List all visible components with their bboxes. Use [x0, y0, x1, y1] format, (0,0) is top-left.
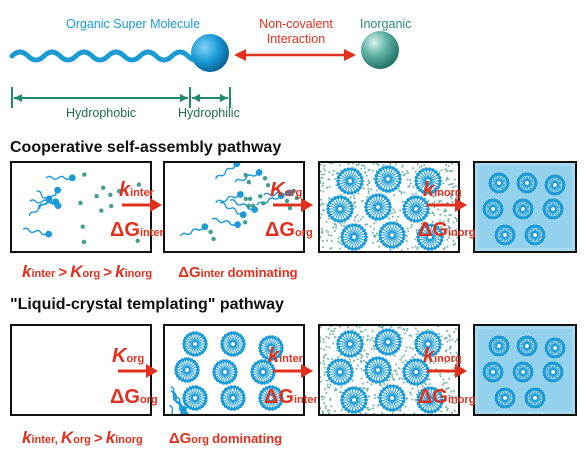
coop-step3-k: kinorg: [423, 179, 462, 201]
coop-step1-k: kinter: [119, 179, 154, 201]
coop-panel-4: [473, 161, 577, 253]
lct-step1-arrow-icon: [118, 364, 158, 378]
lct-step2-arrow-icon: [273, 364, 313, 378]
inorganic-sphere-icon: [361, 31, 399, 69]
inorganic-label: Inorganic: [360, 17, 412, 31]
lct-condition: kinter, Korg > kinorg ΔGorg dominating: [22, 428, 283, 447]
coop-step2-k: Korg: [270, 179, 303, 201]
organic-molecule-label: Organic Super Molecule: [66, 17, 201, 31]
coop-panel-2-illustration: [179, 160, 299, 242]
lct-step3-k: kinorg: [423, 345, 462, 367]
coop-panel-3: [318, 161, 460, 253]
lct-panel-4-illustration: [475, 326, 575, 414]
cooperative-pathway-title: Cooperative self-assembly pathway: [10, 139, 282, 156]
lct-panel-3-illustration: [319, 325, 459, 415]
coop-step1-arrow-icon: [122, 198, 162, 212]
lct-step2-dg: ΔGinter: [264, 386, 318, 408]
templating-pathway-title: "Liquid-crystal templating" pathway: [10, 296, 284, 313]
hydrophobic-label: Hydrophobic: [66, 106, 137, 120]
lct-panel-2-illustration: [169, 331, 284, 432]
lct-step3-dg: ΔGinorg: [418, 386, 476, 408]
coop-panel-4-illustration: [475, 163, 575, 251]
coop-step3-arrow-icon: [427, 198, 467, 212]
coop-panel-3-illustration: [319, 162, 459, 252]
coop-panel-1: [10, 161, 152, 253]
coop-step2-arrow-icon: [273, 198, 313, 212]
lct-step3-arrow-icon: [427, 364, 467, 378]
coop-step3-dg: ΔGinorg: [418, 219, 476, 241]
coop-step2-dg: ΔGorg: [265, 219, 313, 241]
hydrophilic-head-icon: [191, 34, 229, 72]
coop-condition: kinter > Korg > kinorg ΔGinter dominatin…: [22, 262, 298, 281]
hydrophobic-tail-icon: [9, 49, 203, 63]
coop-panel-1-illustration: [22, 172, 142, 245]
coop-step1-dg: ΔGinter: [110, 219, 164, 241]
coop-panel-2: [163, 160, 305, 253]
hydrophilic-label: Hydrophilic: [178, 106, 240, 120]
noncovalent-interaction-label: Non-covalent Interaction: [259, 17, 333, 46]
lct-panel-4: [473, 324, 577, 416]
lct-step1-k: Korg: [112, 345, 145, 367]
lct-step1-dg: ΔGorg: [110, 386, 158, 408]
organic-super-molecule-illustration: [9, 31, 399, 108]
lct-step2-k: kinter: [268, 345, 303, 367]
